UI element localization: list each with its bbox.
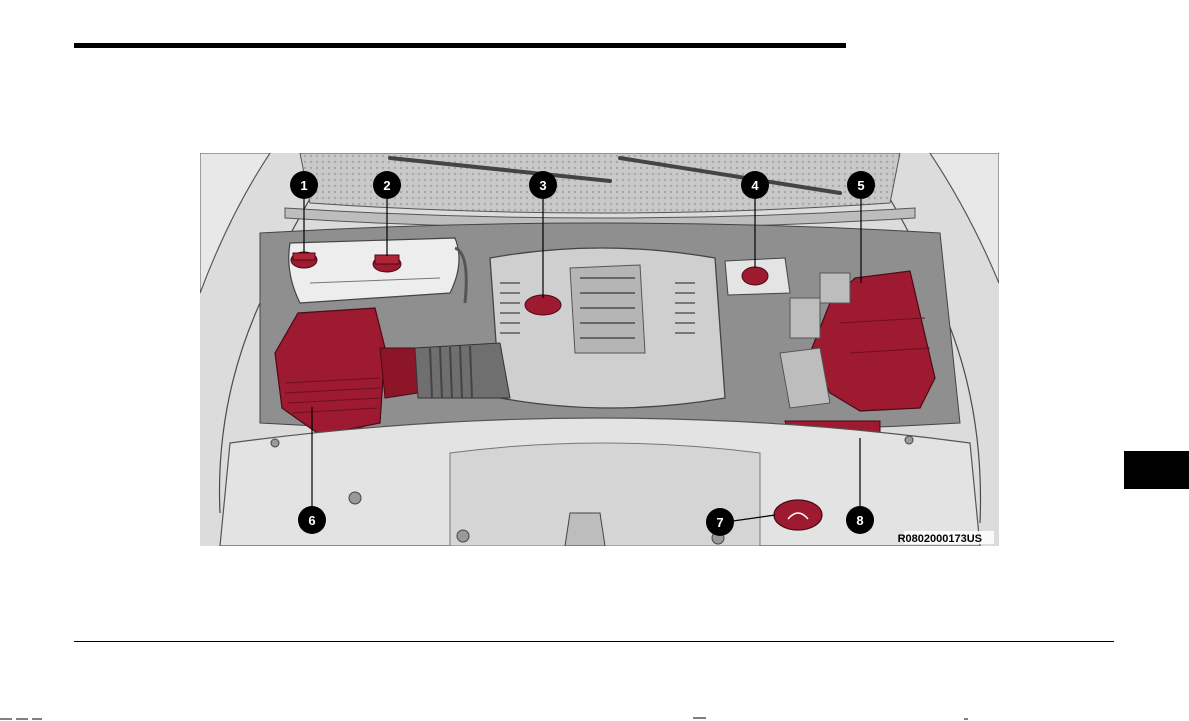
- callout-1: 1: [290, 171, 318, 199]
- bottom-rule: [74, 641, 1114, 642]
- figure-code: R0802000173US: [898, 533, 982, 545]
- cap-1-highlight: [291, 252, 317, 268]
- intake-duct: [415, 343, 510, 398]
- engine-cover: [490, 248, 725, 408]
- callout-7-label: 7: [716, 515, 723, 530]
- callout-5: 5: [847, 171, 875, 199]
- callout-2: 2: [373, 171, 401, 199]
- callout-1-label: 1: [300, 178, 307, 193]
- callout-2-label: 2: [383, 178, 390, 193]
- callout-3: 3: [529, 171, 557, 199]
- cap-2-highlight: [373, 255, 401, 272]
- callout-6-label: 6: [308, 513, 315, 528]
- callout-4-label: 4: [751, 178, 759, 193]
- crop-marks: [0, 716, 1189, 721]
- engine-compartment-figure: 1 2 3 4 5 6 7 8 R0802000173US: [200, 153, 999, 546]
- callout-8-label: 8: [856, 513, 863, 528]
- top-rule: [74, 43, 846, 48]
- callout-8: 8: [846, 506, 874, 534]
- cap-4-highlight: [742, 267, 768, 285]
- callout-3-label: 3: [539, 178, 546, 193]
- callout-6: 6: [298, 506, 326, 534]
- chapter-tab: [1124, 451, 1189, 489]
- callout-7: 7: [706, 508, 734, 536]
- coolant-reservoir: [289, 238, 467, 303]
- callout-4: 4: [741, 171, 769, 199]
- washer-cap-highlight: [774, 500, 822, 530]
- callout-5-label: 5: [857, 178, 864, 193]
